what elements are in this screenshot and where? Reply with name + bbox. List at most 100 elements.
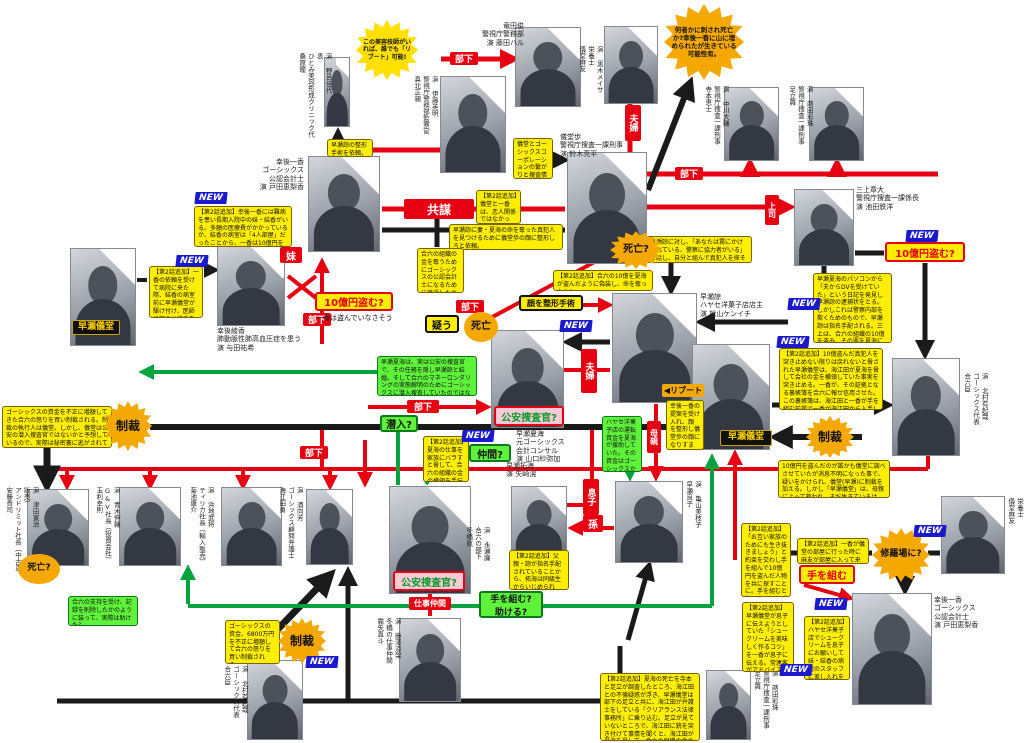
relation-badge-9: 仕事仲間: [409, 597, 451, 610]
note-21: 幸後一香の提案を受け入れ、顔を整形し儀堂歩の顔になりすます。: [666, 400, 704, 450]
label-adachi-bottom: 足立舞 警視庁捜査一課刑事 演 蒔田彩珠: [752, 670, 779, 729]
reboot-tag: ◀リブート: [662, 384, 704, 397]
relation-badge-5: 部下: [407, 400, 439, 413]
silhouette-head: [619, 40, 643, 72]
silhouette-head: [874, 613, 910, 658]
new-badge-5: NEW: [776, 336, 810, 348]
note-23: ハヤセ洋菓子店の運転資金を夏海が援助していた。その資金はゴーシックスからの報酬で…: [602, 416, 642, 472]
relation-badge-21: 仲間?: [469, 444, 511, 462]
silhouette-body: [813, 125, 860, 160]
silhouette-body: [799, 229, 849, 265]
silhouette-head: [88, 266, 118, 305]
photo-mikami: [794, 189, 854, 266]
relation-badge-0: 共謀: [404, 199, 474, 219]
photo-teramoto: [724, 87, 779, 161]
new-badge-0: NEW: [194, 192, 228, 204]
silhouette-head: [810, 203, 838, 234]
note-11: 10億円を盗んだのが誰かも儀堂に調べさせていたが消息不明になった事で、疑いをかけ…: [778, 460, 890, 498]
note-10: 【第2話追加】10億盗んだ真犯人を突き止めない限りは戻れないと脅された早瀬儀堂は…: [779, 348, 883, 410]
relation-badge-17: 10億円盗む?: [315, 292, 393, 311]
burst-4: 制裁: [104, 401, 152, 451]
silhouette-head: [958, 510, 988, 542]
note-6: 儀堂とゴーシックスコーポレーションの繋がりと捜査情報漏洩を疑っている。: [513, 138, 553, 179]
silhouette-body: [946, 536, 1000, 573]
silhouette-head: [910, 376, 942, 415]
new-badge-4: NEW: [787, 298, 821, 310]
note-1: 【第2話追加】一香の依頼を受けて病院に来た際、結香の病室前に早瀬儀堂が駆け付け、…: [149, 266, 203, 318]
photo-kogo-ichika-bottom: [852, 593, 932, 705]
photo-goroku-right: [892, 358, 960, 456]
silhouette-head: [635, 313, 674, 357]
photo-adachi-bottom: [706, 670, 751, 740]
label-kogo-ayaka: 幸後綾香 肺動脈性肺高血圧症を患う 演 与田祐希: [217, 327, 301, 352]
silhouette-head: [526, 499, 552, 529]
photo-hayase-takumi: [511, 486, 567, 560]
label-kaieda: 海江田勇 ゴーシックス顧問弁護士 演 酒向芳: [277, 487, 304, 559]
silhouette-head: [327, 173, 361, 212]
photo-kogo-ayaka: [217, 246, 285, 326]
label-ando: 安藤貴司 アンドリミット社長〔中古車販売〕 演 津田寛治: [4, 487, 40, 572]
label-gido-mayu-top: 儀堂麻友 栄養士 演 黒木メイサ: [577, 46, 604, 93]
silhouette-head: [589, 172, 625, 217]
silhouette-body: [326, 93, 348, 126]
photo-kiriya: [399, 618, 461, 702]
relation-badge-20: 潜入?: [380, 415, 418, 432]
note-17: ゴーシックスの資金を不正に増額してきた合六の怒りを買い制裁される。制裁の執行人は…: [2, 406, 112, 448]
relation-line-56: [625, 560, 655, 641]
label-kuwabara: 桑原瞳 ひとみ美容形成クリニック代表 演 野呂佳代: [297, 53, 333, 138]
silhouette-head: [713, 363, 749, 406]
label-hayase-takumi: 早瀬拓海 演 矢崎滉: [506, 462, 537, 479]
photo-kaieda: [306, 489, 353, 565]
silhouette-head: [533, 42, 563, 74]
relation-badge-13: 息子: [583, 479, 599, 515]
relation-badge-24: 公安捜査官?: [393, 571, 465, 591]
relation-line-27: [803, 583, 855, 603]
label-goroku-right: 合六臣 ゴーシックス代表 演 北村有起哉: [962, 373, 989, 425]
relation-badge-3: 部下: [303, 313, 331, 326]
note-2: 早瀬諒の整形手術を依頼。: [327, 139, 373, 157]
note-14: 【第2話追加】早瀬儀堂が息子に伝えようとしていた「シュークリームを美味しく作るコ…: [742, 602, 794, 672]
silhouette-head: [262, 675, 288, 707]
silhouette-head: [411, 506, 449, 549]
burst-1: 何者かに刺され死亡か?幸後一香に山に埋められたが生きている可能性有。: [664, 4, 744, 80]
silhouette-body: [620, 523, 678, 562]
photo-gido-mayu-right: [941, 496, 1005, 574]
silhouette-body: [226, 528, 277, 565]
new-badge-1: NEW: [175, 255, 209, 267]
photo-kikuchi: [221, 487, 282, 566]
silhouette-head: [235, 261, 267, 293]
note-12: 【第2話追加】「お互い家族のためにも生き抜きましょう」と約束を交わし手を組んで1…: [741, 523, 791, 597]
silhouette-head: [319, 503, 340, 533]
burst-5: 制裁: [806, 416, 854, 458]
silhouette-body: [608, 66, 654, 103]
label-teramoto: 寺本恵士 警視庁捜査一課刑事 演 中川大輔: [703, 86, 730, 145]
silhouette-head: [458, 94, 488, 133]
photo-goroku-bottom: [247, 660, 303, 740]
note-20: 【第2話追加】父親・諒が指名手配されていることから、拓海は同級生からいじめられる…: [509, 550, 569, 590]
silhouette-body: [520, 68, 576, 106]
new-badge-7: NEW: [913, 525, 947, 537]
relation-line-30: [286, 274, 318, 300]
note-18: ゴーシックスの資金、6800万円を不正に増額して合六の怒りを買い制裁される。: [225, 620, 280, 664]
silhouette-body: [313, 205, 375, 251]
name-badge-hayase-gido-right: 早瀬儀堂: [720, 430, 772, 446]
relation-line-31: [286, 274, 318, 300]
relation-badge-22: 手を組む? 助ける?: [479, 591, 543, 618]
note-5: 合六の組織の金を奪うためにゴーシックスの公認会計士になるために接近したのか?: [417, 248, 464, 293]
new-badge-9: NEW: [814, 598, 848, 610]
note-19: 【第2話追加】夏海の仕事を家族にバラすと脅して、合六の組織の金の横領を手伝わせる…: [423, 436, 469, 482]
note-9: 早瀬夏海のパソコンから「夫からDVを受けていた」という日記を発見し早瀬諒の逮捕状…: [813, 273, 892, 343]
relation-badge-16: 顔を整形手術: [519, 295, 583, 311]
label-tamari: 玉利幸則 G&V社長〔投資会社〕 演 青木伸輔: [94, 487, 121, 563]
name-badge-hayase-gido-left: 早瀬儀堂: [72, 320, 120, 335]
label-goroku-bottom: 合六臣 ゴーシックス代表 演 北村有起哉: [222, 666, 249, 718]
relation-badge-8: 孫: [583, 515, 603, 532]
silhouette-head: [416, 633, 444, 667]
silhouette-body: [404, 661, 456, 701]
label-fuyuhashi: 冬橋航 合六の部下 演 永瀬廉: [464, 527, 491, 561]
new-badge-8: NEW: [305, 656, 339, 668]
note-22: 早瀬夏海は、実は公安の捜査官で、その任務を隠し早瀬諒と結婚。そして合六のマネーロ…: [377, 356, 477, 396]
silhouette-body: [251, 701, 299, 739]
silhouette-head: [633, 496, 665, 529]
